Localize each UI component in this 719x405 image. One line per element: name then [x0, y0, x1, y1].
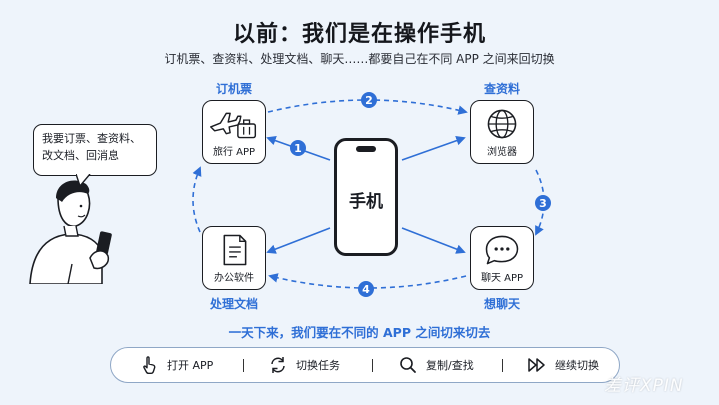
watermark: 差评XPIN	[604, 376, 684, 396]
travel-app-label: 旅行 APP	[212, 147, 256, 158]
bubble-line-2: 改文档、回消息	[42, 149, 119, 162]
phone-notch	[356, 146, 376, 152]
airplane-luggage-icon	[210, 112, 257, 139]
action-open-app-label: 打开 APP	[167, 359, 214, 372]
arrow-phone-to-chat	[401, 227, 466, 254]
phone-label: 手机	[349, 192, 383, 212]
dashed-arrow-office-to-travel	[192, 166, 202, 233]
divider	[372, 359, 373, 372]
bubble-line-1: 我要订票、查资料、	[42, 132, 141, 145]
page-subtitle: 订机票、查资料、处理文档、聊天……都要自己在不同 APP 之间来回切换	[164, 52, 555, 66]
chat-app-label: 聊天 APP	[480, 273, 524, 284]
browser-card[interactable]: 浏览器	[470, 100, 534, 164]
divider	[243, 359, 244, 372]
globe-icon	[487, 109, 517, 139]
document-icon	[223, 234, 247, 266]
switch-icon	[271, 357, 285, 373]
step-badge-4: 4	[358, 281, 374, 297]
search-icon	[400, 357, 416, 373]
arrow-phone-to-office	[266, 227, 331, 254]
browser-label: 浏览器	[487, 147, 517, 158]
person-with-phone-illustration	[29, 180, 112, 284]
speech-bubble: 我要订票、查资料、 改文档、回消息	[33, 124, 157, 176]
svg-text:2: 2	[365, 94, 373, 107]
svg-text:1: 1	[294, 142, 302, 155]
step-badge-2: 2	[361, 92, 377, 108]
tap-icon	[143, 356, 156, 374]
bottom-note: 一天下来，我们要在不同的 APP 之间切来切去	[228, 325, 491, 340]
phone-device: 手机	[334, 138, 398, 256]
caption-browser: 查资料	[483, 82, 520, 96]
action-copy-search[interactable]: 复制/查找	[398, 348, 474, 382]
action-switch-task-label: 切换任务	[296, 359, 340, 372]
action-bar: 打开 APP 切换任务 复制/查找 继续切换	[110, 347, 620, 383]
svg-text:4: 4	[362, 283, 370, 296]
chat-bubble-icon	[485, 235, 519, 265]
action-keep-switching-label: 继续切换	[555, 359, 599, 372]
caption-travel: 订机票	[215, 82, 252, 96]
travel-app-card[interactable]: 旅行 APP	[202, 100, 266, 164]
chat-app-card[interactable]: 聊天 APP	[470, 226, 534, 290]
office-app-card[interactable]: 办公软件	[202, 226, 266, 290]
step-badge-3: 3	[535, 195, 551, 211]
svg-text:3: 3	[539, 197, 547, 210]
step-badge-1: 1	[290, 140, 306, 156]
action-copy-search-label: 复制/查找	[426, 359, 474, 372]
arrow-phone-to-browser	[401, 136, 466, 161]
action-open-app[interactable]: 打开 APP	[139, 348, 213, 382]
dashed-arrow-chat-to-office	[268, 273, 467, 289]
page-title: 以前：我们是在操作手机	[232, 22, 486, 47]
caption-chat: 想聊天	[483, 297, 520, 311]
speech-bubble-tail	[76, 174, 91, 188]
fast-forward-icon	[528, 358, 545, 372]
action-switch-task[interactable]: 切换任务	[268, 348, 340, 382]
caption-office: 处理文档	[209, 297, 258, 311]
action-keep-switching[interactable]: 继续切换	[527, 348, 599, 382]
divider	[502, 359, 503, 372]
office-app-label: 办公软件	[214, 273, 254, 284]
